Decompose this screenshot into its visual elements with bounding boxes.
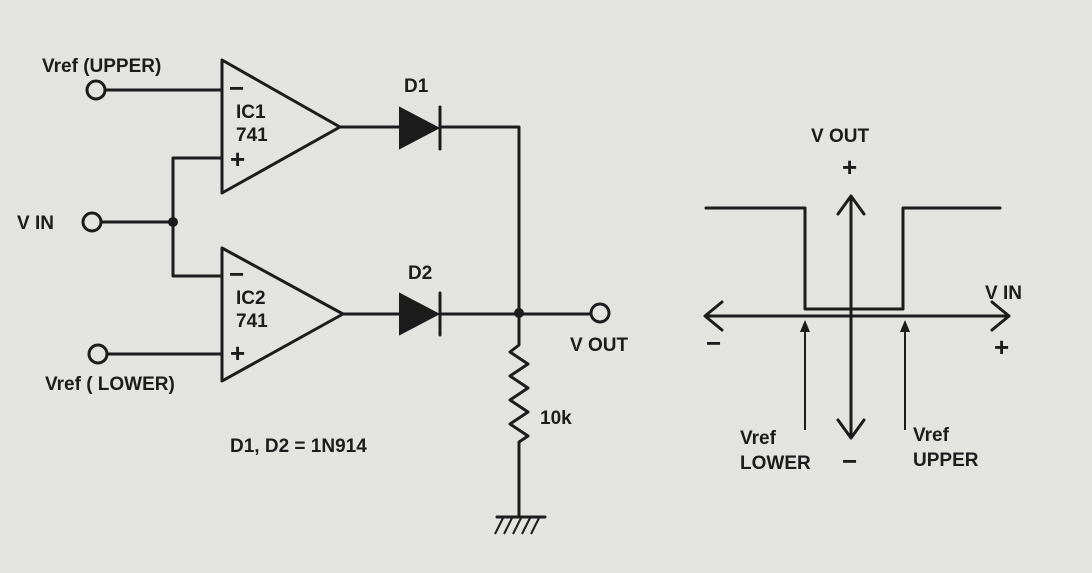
vref-upper-pointer-head (900, 320, 910, 332)
d2-diode-symbol (399, 292, 441, 336)
vin-axis-arrow-right (990, 300, 1011, 332)
vin-terminal (81, 211, 103, 233)
vref-upper-terminal (85, 79, 107, 101)
vref-lower-label-line1: Vref (740, 428, 777, 449)
vref-lower-terminal (87, 343, 109, 365)
vout-axis-arrow-down (836, 418, 866, 440)
vref-lower-label: Vref ( LOWER) (45, 374, 175, 395)
vout-transfer-curve (704, 206, 1002, 311)
ic2-noninverting-sign: + (230, 338, 245, 368)
vref-upper-label-line2: UPPER (913, 450, 979, 471)
vout-axis-label: V OUT (811, 126, 869, 147)
ic2-label: IC2 (236, 288, 266, 309)
ic2-type: 741 (236, 311, 268, 332)
ic2-inverting-sign: − (229, 259, 244, 289)
vout-plus-sign: + (842, 152, 857, 182)
circuit-schematic: Vref (UPPER) V IN Vref ( LOWER) − IC1 74… (17, 56, 628, 535)
ic1-label: IC1 (236, 102, 266, 123)
vin-axis-label: V IN (985, 283, 1022, 304)
vout-terminal (589, 302, 611, 324)
resistor-value-label: 10k (540, 408, 572, 429)
vin-minus-sign: − (706, 328, 721, 358)
transfer-characteristic-graph: V OUT + V IN + − Vref LOWER − Vref UPPER (703, 126, 1022, 476)
ic1-noninverting-sign: + (230, 144, 245, 174)
vin-label: V IN (17, 213, 54, 234)
vin-axis-arrow-left (703, 300, 724, 332)
vref-lower-label-line2: LOWER (740, 453, 811, 474)
vin-plus-sign: + (994, 332, 1009, 362)
diode-part-note: D1, D2 = 1N914 (230, 436, 367, 457)
vout-axis-arrow-up (836, 194, 866, 216)
vin-bus-wire (171, 156, 224, 278)
vout-minus-sign: − (842, 446, 857, 476)
ic1-type: 741 (236, 125, 268, 146)
vout-label: V OUT (570, 335, 628, 356)
d2-label: D2 (408, 263, 432, 284)
d1-to-vout-wire (438, 125, 521, 315)
ground-symbol (494, 515, 547, 535)
d1-label: D1 (404, 76, 429, 97)
vin-junction-dot (168, 217, 178, 227)
ic1-opamp-symbol (220, 58, 342, 195)
vref-lower-pointer-head (800, 320, 810, 332)
vref-upper-label: Vref (UPPER) (42, 56, 161, 77)
ic1-inverting-sign: − (229, 73, 244, 103)
d1-diode-symbol (399, 106, 441, 150)
vref-upper-label-line1: Vref (913, 425, 950, 446)
ic2-opamp-symbol (220, 246, 345, 383)
resistor-10k-symbol (508, 311, 530, 517)
